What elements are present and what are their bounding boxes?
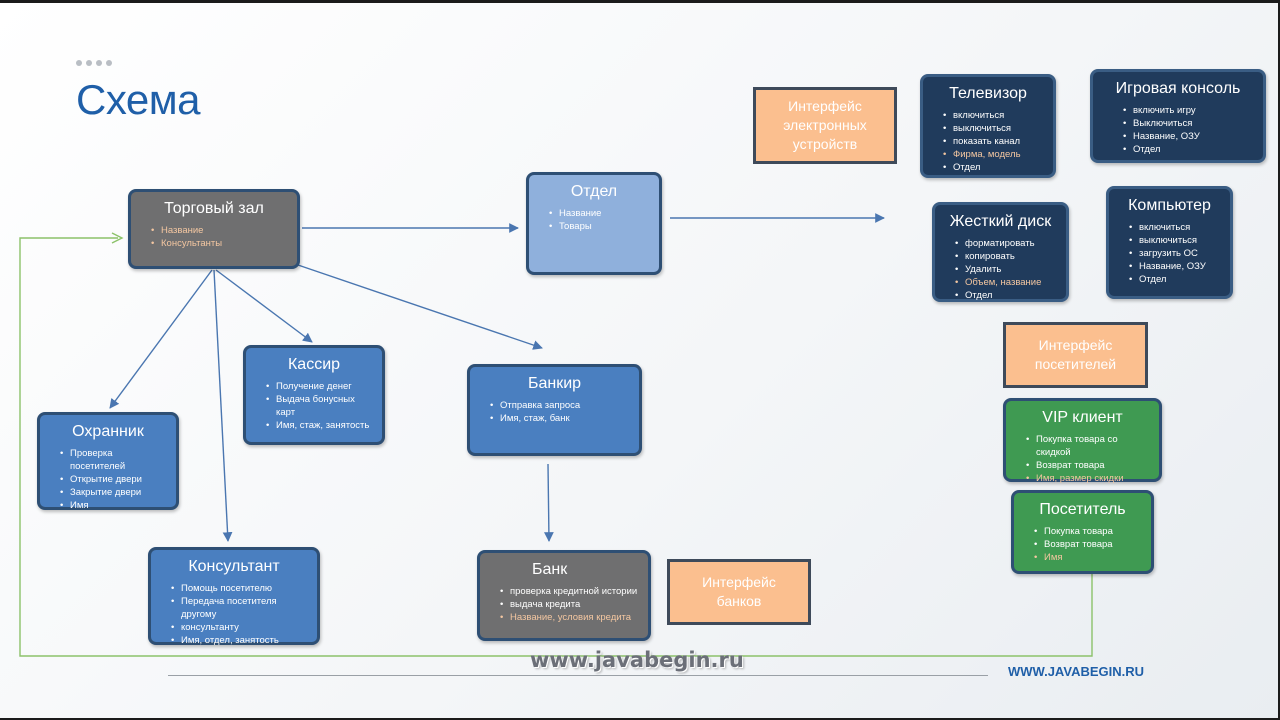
list-item: Фирма, модель	[943, 148, 1043, 161]
bottom-frame-line	[0, 718, 1280, 720]
arrow-trade-hall-to-cashier	[215, 269, 313, 343]
arrow-banker-to-bank	[543, 463, 554, 542]
list-item: Имя, отдел, занятость	[171, 634, 307, 647]
box-tv: Телевизор включиться выключиться показат…	[920, 74, 1056, 178]
list-item: выдача кредита	[500, 598, 638, 611]
list-item: Объем, название	[955, 276, 1056, 289]
interface-visitors: Интерфейс посетителей	[1003, 322, 1148, 388]
list-item-continuation: консультанту	[171, 621, 307, 634]
box-title: Отдел	[570, 183, 618, 200]
interface-banks: Интерфейс банков	[667, 559, 811, 625]
list-item: Открытие двери	[60, 473, 166, 486]
footer-url-link[interactable]: WWW.JAVABEGIN.RU	[1008, 664, 1145, 679]
list-item: Отдел	[1123, 143, 1253, 156]
list-item: Отдел	[955, 289, 1056, 302]
feedback-line-arrowhead	[111, 232, 124, 244]
box-title: Охранник	[72, 423, 144, 440]
right-frame-line	[1278, 0, 1280, 720]
list-item: Покупка товара со скидкой	[1026, 433, 1149, 459]
arrow-trade-hall-to-banker	[297, 264, 543, 350]
list-item: копировать	[955, 250, 1056, 263]
list-item: Имя, стаж, занятость	[266, 419, 372, 432]
box-banker: Банкир Отправка запроса Имя, стаж, банк	[467, 364, 642, 456]
box-trade-hall: Торговый зал Название Консультанты	[128, 189, 300, 269]
list-item: Имя	[60, 499, 166, 512]
box-game-console: Игровая консоль включить игру Выключитьс…	[1090, 69, 1266, 163]
list-item: Возврат товара	[1034, 538, 1141, 551]
list-item: выключиться	[943, 122, 1043, 135]
list-item: выключиться	[1129, 234, 1220, 247]
box-title: Жесткий диск	[949, 213, 1052, 230]
box-title: Посетитель	[1039, 501, 1126, 518]
list-item: загрузить ОС	[1129, 247, 1220, 260]
box-department: Отдел Название Товары	[526, 172, 662, 275]
list-item: включить игру	[1123, 104, 1253, 117]
footer-divider	[168, 675, 988, 676]
box-visitor: Посетитель Покупка товара Возврат товара…	[1011, 490, 1154, 574]
feedback-line-visitor-to-trade-hall	[19, 237, 1093, 657]
box-title: VIP клиент	[1042, 409, 1123, 426]
list-item: Название, условия кредита	[500, 611, 638, 624]
list-item: Название	[549, 207, 649, 220]
box-title: Телевизор	[949, 85, 1027, 102]
arrow-trade-hall-to-consultant	[213, 269, 233, 542]
list-item: Передача посетителя другому	[171, 595, 307, 621]
list-item: Консультанты	[151, 237, 287, 250]
box-title: Компьютер	[1128, 197, 1211, 214]
list-item: Отправка запроса	[490, 399, 629, 412]
list-item: Закрытие двери	[60, 486, 166, 499]
list-item: Проверка посетителей	[60, 447, 166, 473]
list-item: Название	[151, 224, 287, 237]
list-item: Отдел	[943, 161, 1043, 174]
box-guard: Охранник Проверка посетителей Открытие д…	[37, 412, 179, 512]
interface-electronics: Интерфейс электронных устройств	[753, 87, 897, 164]
page-title: Схема	[76, 76, 200, 123]
box-title: Торговый зал	[164, 200, 264, 217]
list-item: показать канал	[943, 135, 1043, 148]
list-item: проверка кредитной истории	[500, 585, 638, 598]
list-item: Удалить	[955, 263, 1056, 276]
list-item: включиться	[943, 109, 1043, 122]
list-item: форматировать	[955, 237, 1056, 250]
box-cashier: Кассир Получение денег Выдача бонусных к…	[243, 345, 385, 445]
list-item: Покупка товара	[1034, 525, 1141, 538]
box-vip-client: VIP клиент Покупка товара со скидкой Воз…	[1003, 398, 1162, 485]
list-item: Имя	[1034, 551, 1141, 564]
list-item: включиться	[1129, 221, 1220, 234]
list-item: Получение денег	[266, 380, 372, 393]
box-hard-drive: Жесткий диск форматировать копировать Уд…	[932, 202, 1069, 302]
box-title: Банкир	[527, 375, 582, 392]
list-item: Имя, стаж, банк	[490, 412, 629, 425]
list-item: Товары	[549, 220, 649, 233]
list-item: Название, ОЗУ	[1129, 260, 1220, 273]
box-title: Игровая консоль	[1115, 80, 1241, 97]
top-frame-line	[0, 0, 1280, 3]
box-bank: Банк проверка кредитной истории выдача к…	[477, 550, 651, 641]
box-title: Банк	[532, 561, 568, 578]
list-item: Помощь посетителю	[171, 582, 307, 595]
arrow-trade-hall-to-guard	[109, 269, 213, 409]
box-computer: Компьютер включиться выключиться загрузи…	[1106, 186, 1233, 299]
box-title: Консультант	[188, 558, 280, 575]
list-item: Выдача бонусных карт	[266, 393, 372, 419]
list-item: Выключиться	[1123, 117, 1253, 130]
watermark-url: www.javabegin.ru	[530, 648, 744, 672]
list-item: Возврат товара	[1026, 459, 1149, 472]
title-dots-decoration	[76, 60, 112, 66]
list-item: Имя, размер скидки	[1026, 472, 1149, 485]
list-item: Название, ОЗУ	[1123, 130, 1253, 143]
list-item: Отдел	[1129, 273, 1220, 286]
box-title: Кассир	[287, 356, 341, 373]
box-consultant: Консультант Помощь посетителю Передача п…	[148, 547, 320, 647]
